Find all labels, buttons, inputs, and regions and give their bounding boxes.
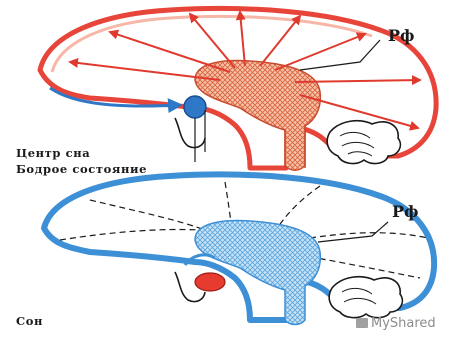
- sleep-center-label: Центр сна: [16, 146, 90, 160]
- sleep-center-sleep: [195, 273, 225, 291]
- rf-label-top: Рф: [388, 26, 414, 45]
- cerebellum-sleep: [329, 277, 402, 318]
- sleep-label: Сон: [16, 314, 43, 328]
- sleep-center-awake: [184, 96, 206, 118]
- myshared-logo-icon: [356, 318, 368, 328]
- awake-state-label: Бодрое состояние: [16, 162, 147, 176]
- watermark: MyShared: [356, 316, 436, 331]
- brain-awake-icon: [40, 8, 436, 170]
- rf-label-bottom: Рф: [392, 202, 418, 221]
- brain-sleep-icon: [44, 174, 434, 324]
